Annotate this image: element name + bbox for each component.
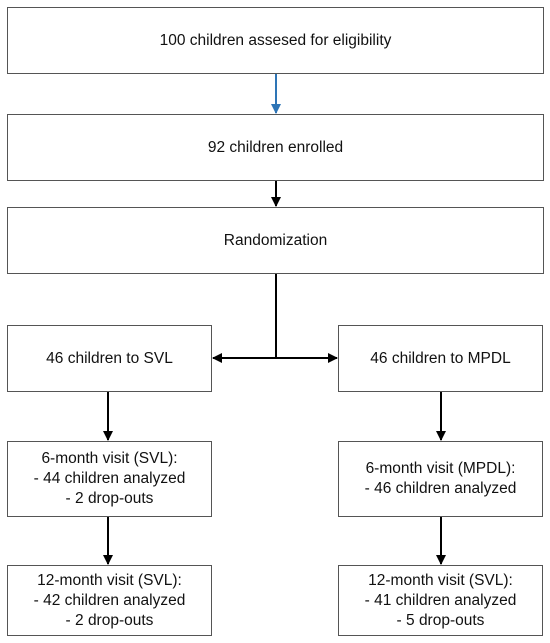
box-line: 6-month visit (MPDL): <box>365 460 516 477</box>
box-line: 12-month visit (SVL): <box>368 571 513 589</box>
svl-12-month-visit-box: 12-month visit (SVL): - 42 children anal… <box>7 565 212 636</box>
box-line: 46 children to SVL <box>46 349 173 367</box>
svl-group-box: 46 children to SVL <box>7 325 212 392</box>
mpdl-6-month-visit-box: 6-month visit (MPDL): - 46 children anal… <box>338 441 543 517</box>
mpdl-12-month-visit-box: 12-month visit (SVL): - 41 children anal… <box>338 565 543 636</box>
box-line: - 5 drop-outs <box>396 611 485 629</box>
box-line: - 42 children analyzed <box>33 591 186 609</box>
box-line: - 46 children analyzed <box>364 480 517 497</box>
box-line: - 2 drop-outs <box>65 490 154 507</box>
box-line: 46 children to MPDL <box>370 349 511 367</box>
box-line: - 41 children analyzed <box>364 591 517 609</box>
svl-6-month-visit-box: 6-month visit (SVL): - 44 children analy… <box>7 441 212 517</box>
box-line: 92 children enrolled <box>207 138 344 156</box>
box-line: 100 children assesed for eligibility <box>159 31 392 49</box>
enrolled-box: 92 children enrolled <box>7 114 544 181</box>
mpdl-group-box: 46 children to MPDL <box>338 325 543 392</box>
box-line: 12-month visit (SVL): <box>37 571 182 589</box>
assessed-for-eligibility-box: 100 children assesed for eligibility <box>7 7 544 74</box>
box-line: - 2 drop-outs <box>65 611 154 629</box>
randomization-box: Randomization <box>7 207 544 274</box>
box-line: Randomization <box>223 231 328 249</box>
box-line: 6-month visit (SVL): <box>41 450 178 467</box>
box-line: - 44 children analyzed <box>33 470 186 487</box>
